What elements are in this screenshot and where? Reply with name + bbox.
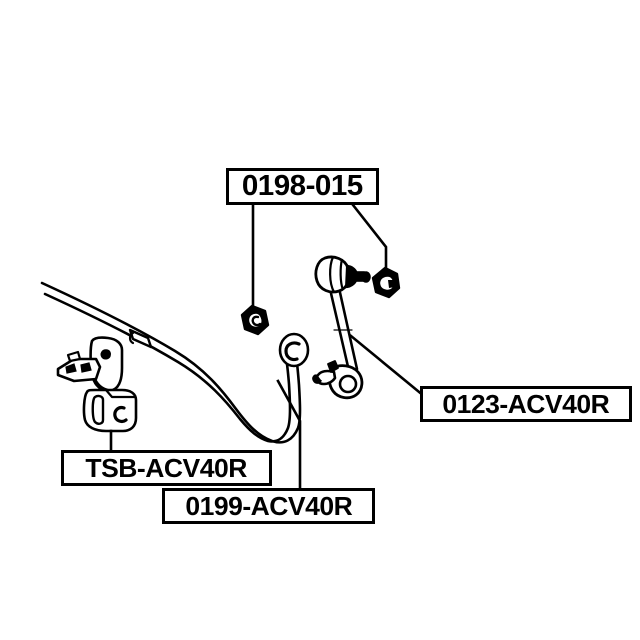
stabilizer-bar-edge-bottom: [43, 292, 292, 443]
stabilizer-bar: [40, 281, 310, 444]
link-rod-edge-right: [337, 286, 359, 371]
stabilizer-link: [312, 255, 371, 400]
part-label-tsb-acv40r[interactable]: TSB-ACV40R: [61, 450, 272, 486]
part-label-0199-acv40r-text: 0199-ACV40R: [185, 491, 352, 521]
stabilizer-bar-eye: [278, 332, 310, 368]
part-label-0198-015-text: 0198-015: [242, 170, 363, 202]
stabilizer-bracket: [56, 336, 124, 393]
link-upper-ball-joint: [314, 255, 371, 294]
leader-0198-right: [351, 203, 388, 271]
link-nut-lower: [240, 304, 270, 336]
stabilizer-bar-edge-top: [40, 281, 302, 444]
stabilizer-bushing: [82, 388, 138, 433]
stabilizer-bar-collar: [128, 328, 153, 349]
part-label-0123-acv40r[interactable]: 0123-ACV40R: [420, 386, 632, 422]
link-lower-ball-joint: [312, 360, 364, 400]
part-label-tsb-acv40r-text: TSB-ACV40R: [85, 453, 248, 483]
part-label-0198-015[interactable]: 0198-015: [226, 168, 379, 205]
part-label-0199-acv40r[interactable]: 0199-ACV40R: [162, 488, 375, 524]
leader-0199: [276, 379, 302, 490]
leader-0123: [349, 334, 426, 398]
link-nut-upper: [371, 266, 401, 299]
part-label-0123-acv40r-text: 0123-ACV40R: [442, 389, 610, 419]
leader-lines: [109, 203, 426, 490]
